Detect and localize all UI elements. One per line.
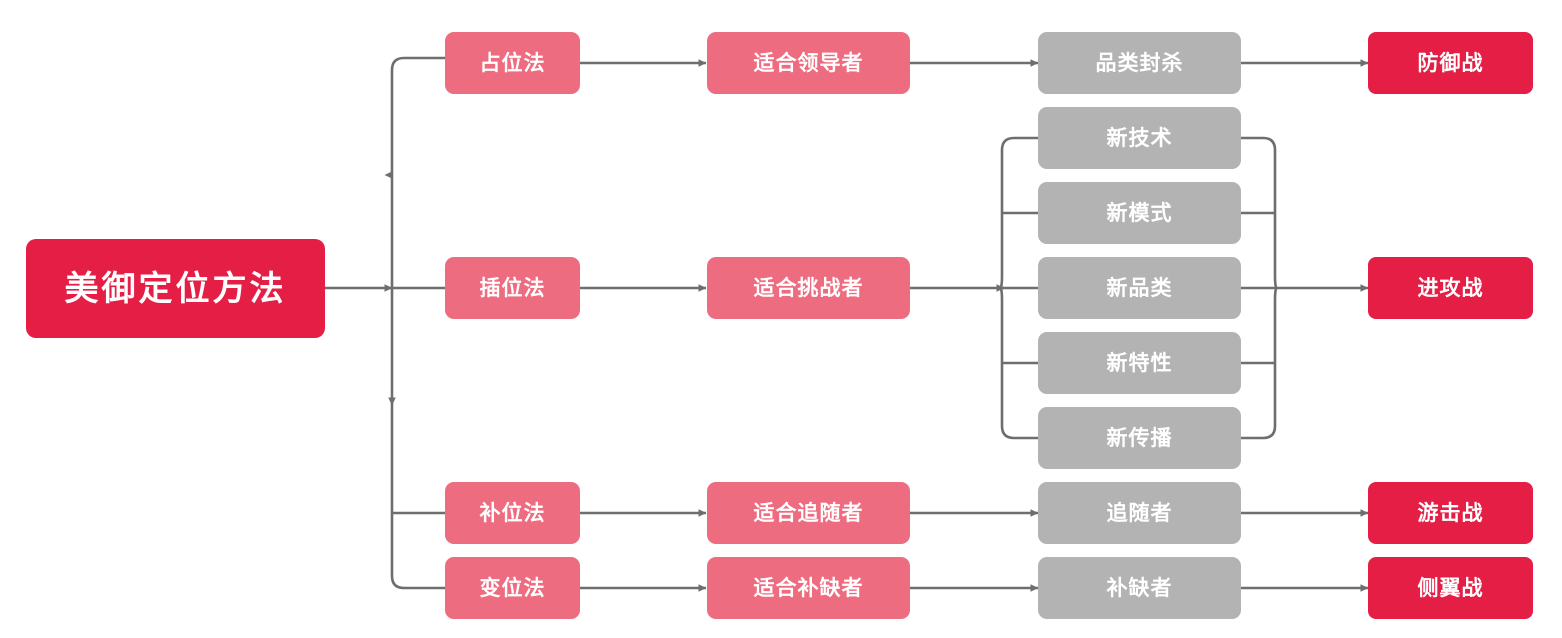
root-node[interactable]: 美御定位方法 <box>26 239 325 338</box>
tactic-node-xinchuanbo[interactable]: 新传播 <box>1038 407 1241 469</box>
tactic-node-buquezhe[interactable]: 补缺者 <box>1038 557 1241 619</box>
method-node-buweifa[interactable]: 补位法 <box>445 482 580 544</box>
tactic-node-xinmoshi[interactable]: 新模式 <box>1038 182 1241 244</box>
tactic-node-xinjishu[interactable]: 新技术 <box>1038 107 1241 169</box>
method-node-bianweifa[interactable]: 变位法 <box>445 557 580 619</box>
war-node-jingongzhan[interactable]: 进攻战 <box>1368 257 1533 319</box>
brace-left <box>999 136 1040 440</box>
audience-node-challenger[interactable]: 适合挑战者 <box>707 257 910 319</box>
method-node-zhanweifa[interactable]: 占位法 <box>445 32 580 94</box>
method-node-chaweifa[interactable]: 插位法 <box>445 257 580 319</box>
war-node-ceyizhan[interactable]: 侧翼战 <box>1368 557 1533 619</box>
tactic-node-zhuisuizhe[interactable]: 追随者 <box>1038 482 1241 544</box>
tactic-node-pinleifengsha[interactable]: 品类封杀 <box>1038 32 1241 94</box>
audience-node-follower[interactable]: 适合追随者 <box>707 482 910 544</box>
tactic-node-xintexing[interactable]: 新特性 <box>1038 332 1241 394</box>
war-node-youjizhan[interactable]: 游击战 <box>1368 482 1533 544</box>
audience-node-nicher[interactable]: 适合补缺者 <box>707 557 910 619</box>
tactic-node-xinpinlei[interactable]: 新品类 <box>1038 257 1241 319</box>
wire-trunk-row1 <box>390 56 445 175</box>
brace-right <box>1240 136 1278 440</box>
wire-trunk-row4 <box>390 405 445 590</box>
war-node-fangyuzhan[interactable]: 防御战 <box>1368 32 1533 94</box>
audience-node-leader[interactable]: 适合领导者 <box>707 32 910 94</box>
